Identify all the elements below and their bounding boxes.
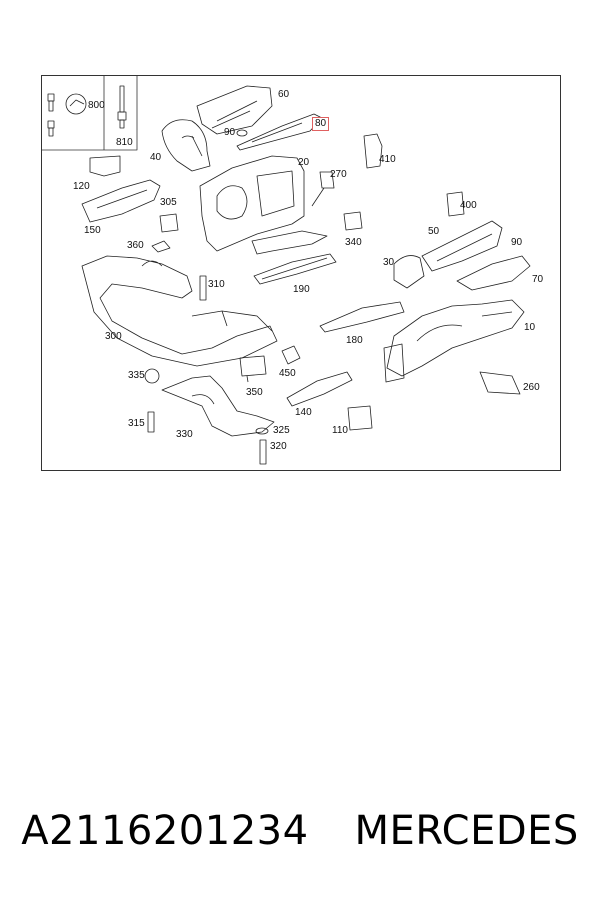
parts-diagram: 800 810 60 80 90 40 20 270 410 120 305 1… xyxy=(41,75,561,471)
parts-drawing xyxy=(42,76,531,465)
callout-70: 70 xyxy=(532,274,544,285)
part-50 xyxy=(421,220,503,272)
part-190 xyxy=(253,253,337,285)
part-330 xyxy=(161,375,275,437)
part-number: A2116201234 xyxy=(21,808,309,854)
callout-400: 400 xyxy=(460,200,477,211)
part-300 xyxy=(81,255,278,367)
part-800-hardware xyxy=(47,93,87,137)
part-120 xyxy=(89,155,121,177)
callout-300: 300 xyxy=(105,331,122,342)
part-180 xyxy=(319,301,405,333)
part-80 xyxy=(236,113,323,151)
callout-310: 310 xyxy=(208,279,225,290)
callout-325: 325 xyxy=(273,425,290,436)
callout-50: 50 xyxy=(428,226,440,237)
callout-90b: 90 xyxy=(511,237,523,248)
part-150 xyxy=(81,179,161,223)
callout-315: 315 xyxy=(128,418,145,429)
callout-330: 330 xyxy=(176,429,193,440)
callout-80-highlighted[interactable]: 80 xyxy=(312,117,330,131)
part-20 xyxy=(199,155,305,252)
callout-350: 350 xyxy=(246,387,263,398)
callout-260: 260 xyxy=(523,382,540,393)
callout-180: 180 xyxy=(346,335,363,346)
callout-150: 150 xyxy=(84,225,101,236)
part-caption: A2116201234 MERCEDES xyxy=(0,808,600,858)
brand-name: MERCEDES xyxy=(354,808,579,854)
part-260 xyxy=(479,371,521,395)
part-60 xyxy=(196,85,273,135)
part-40 xyxy=(161,119,211,172)
callout-60: 60 xyxy=(278,89,290,100)
callout-40: 40 xyxy=(150,152,162,163)
callout-335: 335 xyxy=(128,370,145,381)
part-110 xyxy=(347,405,373,431)
callout-270: 270 xyxy=(330,169,347,180)
callout-340: 340 xyxy=(345,237,362,248)
callout-305: 305 xyxy=(160,197,177,208)
callout-120: 120 xyxy=(73,181,90,192)
part-810-stud xyxy=(117,85,127,129)
callout-30: 30 xyxy=(383,257,395,268)
part-140 xyxy=(286,371,353,407)
callout-320: 320 xyxy=(270,441,287,452)
callout-140: 140 xyxy=(295,407,312,418)
part-10 xyxy=(386,299,525,377)
callout-110: 110 xyxy=(332,425,348,436)
callout-20: 20 xyxy=(298,157,310,168)
part-410 xyxy=(363,133,383,169)
callout-190: 190 xyxy=(293,284,310,295)
callout-10: 10 xyxy=(524,322,536,333)
callout-410: 410 xyxy=(379,154,396,165)
callout-450: 450 xyxy=(279,368,296,379)
callout-360: 360 xyxy=(127,240,144,251)
part-400 xyxy=(446,191,465,217)
part-70 xyxy=(456,255,531,291)
part-30 xyxy=(393,255,425,289)
callout-800: 800 xyxy=(88,100,105,111)
callout-810: 810 xyxy=(116,137,133,148)
callout-90: 90 xyxy=(224,127,236,138)
